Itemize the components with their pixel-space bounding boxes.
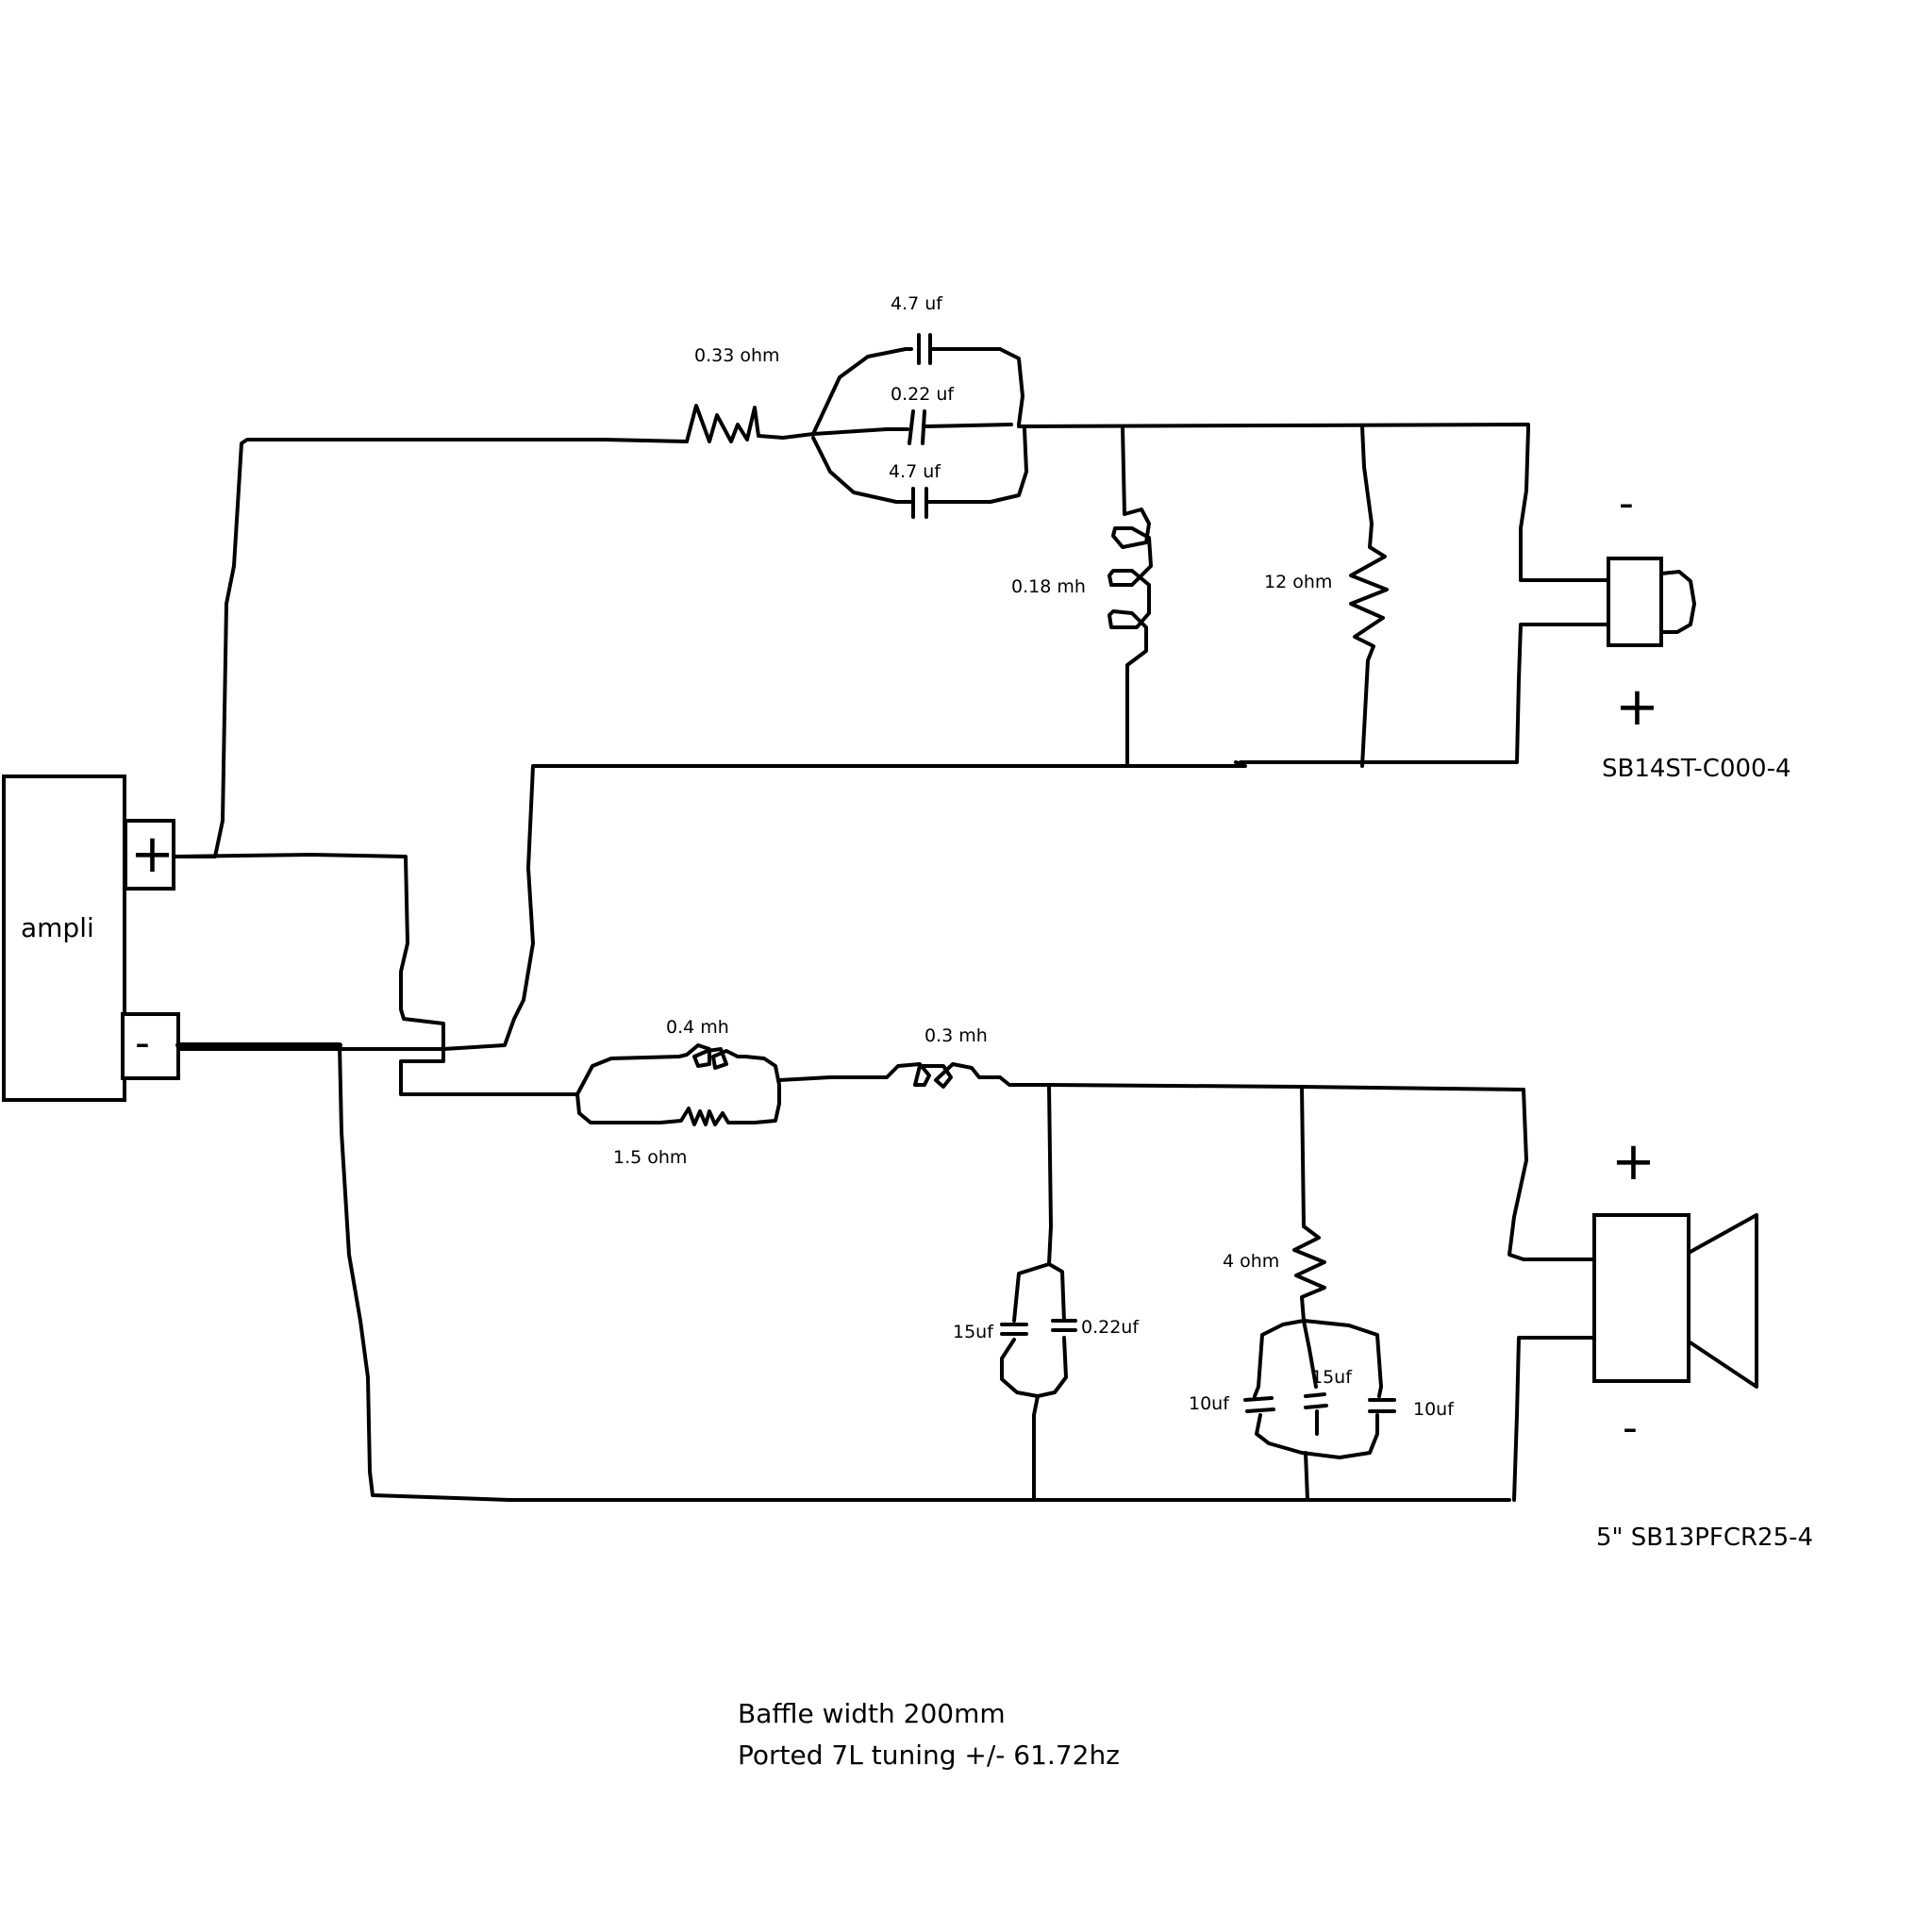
positive-feed-wires [172,438,689,1096]
cap-0-22uf [1051,1319,1077,1332]
parallel-resistor-1-5 [575,1092,781,1126]
cap-bot-label: 4.7 uf [889,461,941,482]
woofer-driver: + - 5" SB13PFCR25-4 [1592,1131,1813,1552]
cap-10uf-right-label: 10uf [1413,1399,1455,1420]
amplifier-label: ampli [21,912,94,943]
woofer-top-rail [1045,1083,1525,1091]
shunt-cap-left-leg [1012,1262,1051,1323]
shunt-resistor-label: 12 ohm [1264,572,1332,592]
zobel-resistor-label: 4 ohm [1223,1251,1279,1272]
cap-bot-4-7 [911,487,928,519]
woofer-right-rail-top [1507,1088,1596,1261]
shunt-cap-top-wire [1047,1083,1053,1266]
cap-0-22uf-label: 0.22uf [1081,1317,1140,1338]
cap-top-right-wire [928,347,1024,426]
cap-top-left-wire [781,347,913,440]
tweeter-plus-sign: + [1615,676,1659,738]
cap-10uf-left-label: 10uf [1189,1393,1230,1414]
tweeter-magnet [1607,557,1663,647]
tweeter-filter: 0.33 ohm 4.7 uf 0.22 uf 4.7 uf 0.18 mh 1… [685,293,1610,768]
zobel-resistor-4 [1292,1224,1326,1323]
shunt-inductor-label: 0.18 mh [1011,576,1086,597]
amplifier: ampli + - [2,774,180,1102]
wire-minus-to-woofer [338,1043,1511,1502]
woofer-magnet [1592,1213,1690,1383]
cap-mid-label: 0.22 uf [891,384,955,405]
tweeter-dome [1659,570,1696,634]
woofer-minus-sign: - [1623,1404,1638,1452]
parallel-resistor-label: 1.5 ohm [613,1147,687,1168]
shunt-resistor-12 [1349,425,1389,768]
cap-mid-0-22 [908,409,926,445]
tweeter-driver: - + SB14ST-C000-4 [1602,479,1791,783]
zobel-cap-legs [1253,1319,1383,1398]
woofer-right-rail-bottom [1512,1336,1596,1502]
shunt-cap-right-leg [1047,1262,1066,1323]
woofer-cone [1687,1213,1758,1389]
cap-mid-left-wire [811,427,909,436]
tweeter-model: SB14ST-C000-4 [1602,755,1791,783]
cap-15uf-center-label: 15uf [1311,1367,1353,1388]
inductor-0-3-label: 0.3 mh [924,1025,988,1046]
tweeter-right-rail-top [1519,427,1610,582]
amp-minus-terminal [121,1012,180,1080]
cap-15uf-label: 15uf [953,1322,994,1342]
amp-plus-sign: + [130,824,175,885]
woofer-model: 5" SB13PFCR25-4 [1596,1524,1813,1552]
amp-plus-terminal [124,819,175,891]
zobel-top-wire [1300,1085,1306,1228]
tweeter-minus-sign: - [1619,479,1634,527]
notes-tuning: Ported 7L tuning +/- 61.72hz [738,1740,1120,1771]
tweeter-right-rail-bottom [1239,623,1610,764]
wire-plus-to-tweeter [172,438,689,858]
shunt-cap-bottom-loop [1000,1336,1068,1398]
notes-baffle: Baffle width 200mm [738,1698,1006,1729]
wire-plus-to-woofer [172,853,445,1096]
inductor-0-4-path [575,1043,781,1096]
inductor-0-3 [777,1062,1049,1089]
cap-bot-right-wire [924,427,1028,504]
cap-bot-left-wire [811,436,913,504]
cap-10uf-right [1368,1398,1396,1413]
cap-top-label: 4.7 uf [891,293,943,314]
negative-return-wires [175,760,1511,1502]
shunt-cap-bottom-wire [1032,1394,1040,1502]
cap-10uf-left [1243,1396,1275,1413]
series-resistor-0-33 [685,404,785,443]
zobel-bottom-wire [1304,1451,1309,1502]
cap-15uf-center [1304,1392,1328,1409]
woofer-filter: 0.4 mh 1.5 ohm 0.3 mh 15uf 0.22uf 4 ohm … [441,1017,1596,1502]
cap-mid-right-wire [923,423,1013,428]
inductor-0-4-label: 0.4 mh [666,1017,729,1038]
amp-minus-sign: - [135,1019,150,1067]
shunt-inductor-0-18 [1108,425,1153,768]
woofer-plus-sign: + [1611,1131,1656,1192]
series-resistor-label: 0.33 ohm [694,345,780,366]
amplifier-box [2,774,126,1102]
zobel-bottom-loop [1255,1409,1379,1459]
tweeter-top-rail [1017,423,1530,431]
cap-15uf [1000,1323,1028,1336]
design-notes: Baffle width 200mm Ported 7L tuning +/- … [738,1698,1120,1771]
wire-minus-to-tweeter [176,760,1247,1051]
